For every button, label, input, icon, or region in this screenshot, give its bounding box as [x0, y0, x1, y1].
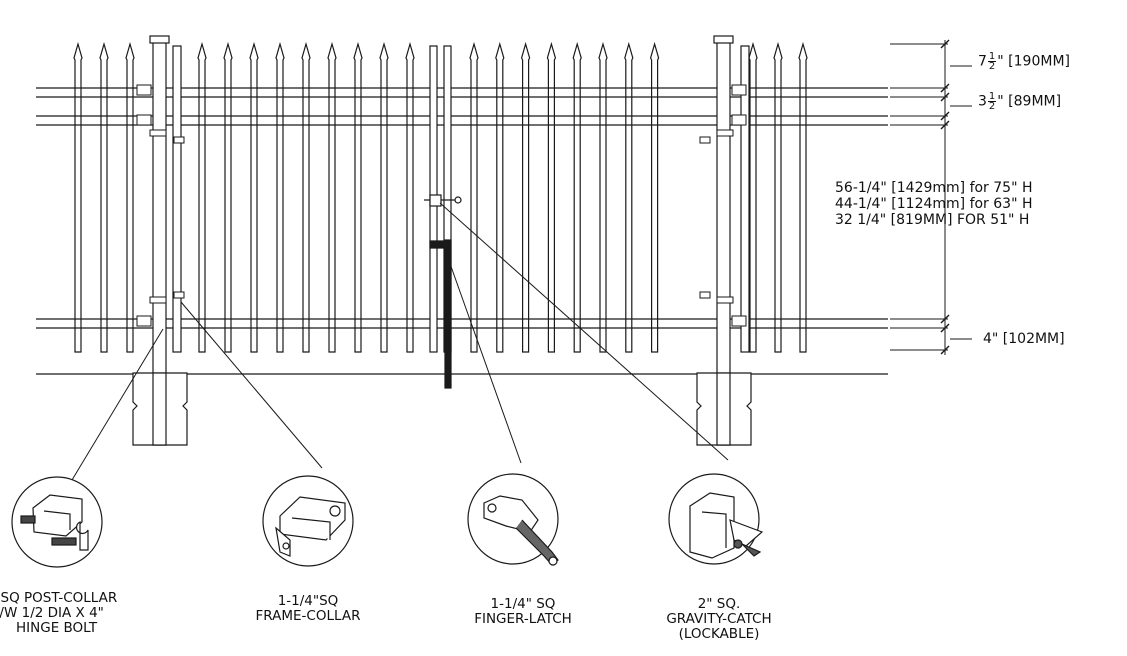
dimension-tick: [940, 314, 950, 324]
height-dimension-block: 56-1/4" [1429mm] for 75" H 44-1/4" [1124…: [835, 180, 1033, 228]
gravity-catch-line-1: 2" SQ.: [697, 596, 741, 612]
picket: [520, 41, 531, 353]
fence-pickets: [73, 41, 808, 353]
dimension-tick: [940, 83, 950, 93]
height-63: 44-1/4" [1124mm] for 63" H: [835, 196, 1033, 212]
picket: [598, 41, 608, 353]
picket: [405, 41, 415, 353]
picket: [301, 41, 311, 353]
picket: [379, 41, 389, 353]
picket: [798, 41, 808, 353]
gravity-catch-line-3: (LOCKABLE): [678, 626, 760, 642]
picket: [99, 41, 109, 353]
picket: [125, 41, 135, 353]
finger-latch-line-2: FINGER-LATCH: [474, 611, 572, 627]
rail-gap-suffix: " [89MM]: [997, 93, 1062, 110]
picket: [249, 41, 259, 353]
post-collar-line-1: " SQ POST-COLLAR: [0, 590, 118, 606]
picket: [649, 41, 660, 353]
collar-bracket: [173, 291, 185, 299]
post-collar-sketch: [20, 494, 89, 551]
picket: [353, 41, 363, 353]
dimension-tick: [940, 120, 950, 130]
dimension-tick: [940, 39, 950, 49]
post-collar-line-2: C/W 1/2 DIA X 4": [0, 605, 104, 621]
collar-bracket: [136, 315, 152, 327]
dimension-tick: [940, 345, 950, 355]
picket: [469, 41, 479, 353]
rail-gap-denominator: 2: [988, 101, 996, 112]
finger-latch-body: [429, 194, 442, 207]
collar-bracket: [699, 291, 711, 299]
collar-bracket: [731, 315, 747, 327]
collar-bracket: [149, 296, 167, 304]
height-75: 56-1/4" [1429mm] for 75" H: [835, 180, 1033, 196]
left-post-cap: [149, 35, 170, 44]
collar-bracket: [716, 129, 734, 137]
picket: [546, 41, 557, 353]
picket: [73, 41, 83, 353]
bottom-gap-dimension: 4" [102MM]: [983, 331, 1065, 347]
picket: [275, 41, 285, 353]
top-gap-denominator: 2: [988, 61, 996, 72]
post-collar-line-3: HINGE BOLT: [16, 620, 98, 636]
frame-collar-line-2: FRAME-COLLAR: [255, 608, 361, 624]
dimension-tick: [940, 111, 950, 121]
finger-latch-sketch: [483, 495, 559, 566]
rail-gap-numerator: 1: [987, 91, 997, 102]
gravity-catch-label: 2" SQ. GRAVITY-CATCH (LOCKABLE): [644, 597, 794, 642]
top-gap-numerator: 1: [987, 51, 997, 62]
dimension-lines: [890, 40, 972, 355]
picket: [495, 41, 505, 353]
collar-bracket: [173, 136, 185, 144]
drop-rod: [444, 239, 452, 389]
gate-frame-stile: [740, 45, 750, 353]
height-51: 32 1/4" [819MM] FOR 51" H: [835, 212, 1030, 228]
collar-bracket: [731, 84, 747, 96]
picket: [572, 41, 582, 353]
dimension-ticks: [940, 39, 950, 355]
collars-and-brackets: [136, 84, 747, 327]
drop-rod-handle: [429, 240, 448, 249]
collar-bracket: [699, 136, 711, 144]
collar-bracket: [136, 114, 152, 126]
rail-gap-whole: 3: [978, 93, 987, 110]
detail-circles: [11, 473, 760, 568]
post-collar-label: " SQ POST-COLLAR C/W 1/2 DIA X 4" HINGE …: [0, 591, 190, 636]
picket: [197, 41, 207, 353]
finger-latch-line-1: 1-1/4" SQ: [490, 596, 556, 612]
gravity-catch-sketch: [689, 492, 764, 559]
picket: [748, 41, 758, 353]
picket: [624, 41, 634, 353]
dimension-tick: [940, 323, 950, 333]
frame-collar-label: 1-1/4"SQ FRAME-COLLAR: [238, 594, 378, 624]
collar-bracket: [731, 114, 747, 126]
top-gap-whole: 7: [978, 53, 987, 70]
collar-bracket: [716, 296, 734, 304]
picket: [773, 41, 783, 353]
picket: [223, 41, 233, 353]
top-gap-suffix: " [190MM]: [997, 53, 1070, 70]
frame-collar-line-1: 1-1/4"SQ: [277, 593, 339, 609]
collar-bracket: [149, 129, 167, 137]
gate-frame-stile: [172, 45, 182, 353]
frame-collar-sketch: [275, 496, 346, 557]
finger-latch-label: 1-1/4" SQ FINGER-LATCH: [453, 597, 593, 627]
dimension-tick: [940, 92, 950, 102]
gravity-catch-line-2: GRAVITY-CATCH: [666, 611, 772, 627]
right-post-cap: [713, 35, 734, 44]
posts-and-frames: [132, 35, 752, 446]
collar-bracket: [136, 84, 152, 96]
leader-lines: [71, 202, 729, 481]
picket: [327, 41, 337, 353]
